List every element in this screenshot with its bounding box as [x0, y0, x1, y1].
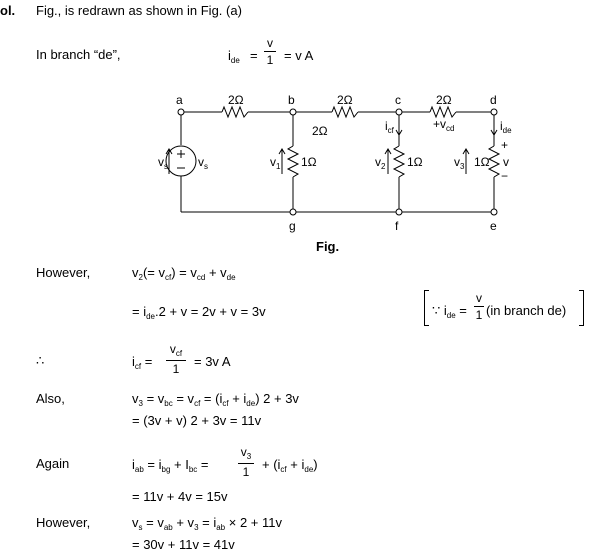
step-line-9: = 30v + 11v = 41v [132, 537, 235, 552]
again-label: Again [36, 456, 70, 471]
resistor-label-bc2: 2Ω [312, 124, 328, 138]
note-bracket-left [424, 290, 429, 326]
node-label-f: f [395, 219, 399, 233]
resistor-label-de: 1Ω [474, 155, 490, 169]
branch-de-eq: = [250, 48, 258, 63]
arrow-v2-head [384, 148, 392, 155]
node-label-g: g [289, 219, 296, 233]
arrow-ide-head [490, 129, 498, 136]
resistor-label-cd: 2Ω [436, 93, 452, 107]
arrow-icf-head [395, 129, 403, 136]
note-tail: (in branch de) [486, 303, 567, 318]
frac-num: v [267, 36, 273, 50]
step-line-7: = 11v + 4v = 15v [132, 489, 228, 504]
note-since: ∵ ide = [432, 303, 467, 320]
de-v-label: v [503, 155, 509, 169]
line3-frac-num: vcf [169, 342, 183, 358]
line6-frac-den: 1 [242, 465, 250, 479]
figure-caption: Fig. [316, 239, 340, 254]
resistor-label-ab: 2Ω [228, 93, 244, 107]
v3-label: v3 [454, 155, 465, 171]
node-f [395, 208, 403, 216]
step-line-3-rhs: = 3v A [194, 354, 231, 369]
node-label-e: e [490, 219, 497, 233]
note-frac-num: v [476, 291, 482, 305]
step-line-2: = ide.2 + v = 2v + v = 3v [132, 304, 266, 321]
line3-frac-den: 1 [172, 362, 180, 376]
resistor-label-bg: 1Ω [301, 155, 317, 169]
arrow-v3-head [462, 148, 470, 155]
node-d [490, 108, 498, 116]
line6-frac-num: v3 [240, 445, 252, 461]
resistor-cd [429, 105, 457, 119]
ide-label: ide [500, 119, 512, 135]
frac-bar [264, 51, 276, 52]
therefore-label: ∴ [36, 353, 45, 368]
node-b [289, 108, 297, 116]
note-fraction: v 1 [474, 292, 484, 321]
step-line-6-rhs: + (icf + ide) [262, 457, 318, 474]
branch-de-fraction: v 1 [264, 37, 276, 66]
branch-de-rhs: = v A [284, 48, 314, 63]
v2-label: v2 [375, 155, 386, 171]
vs-right-label: vs [198, 155, 208, 171]
note-bracket-right [579, 290, 584, 326]
line6-frac-bar [238, 463, 254, 464]
node-label-b: b [288, 93, 295, 107]
step-line-6-lhs: iab = ibg + Ibc = [132, 457, 209, 474]
resistor-de [487, 145, 501, 178]
however-label-2: However, [36, 515, 91, 530]
resistor-bc [331, 105, 359, 119]
icf-label: icf [385, 119, 394, 135]
step-line-8: vs = vab + v3 = iab × 2 + 11v [132, 515, 282, 532]
arrow-vs-head [165, 148, 173, 155]
node-g [289, 208, 297, 216]
node-e [490, 208, 498, 216]
de-plus-sign: + [501, 138, 509, 152]
note-frac-den: 1 [475, 308, 483, 322]
note-frac-bar [474, 306, 484, 307]
resistor-ab [221, 105, 249, 119]
de-minus-sign: − [501, 169, 509, 183]
v1-label: v1 [270, 155, 281, 171]
branch-de-lhs: ide [228, 48, 240, 65]
step-line-6-fraction: v3 1 [238, 446, 254, 478]
vcd-label: +vcd [433, 117, 455, 133]
however-label-1: However, [36, 265, 91, 280]
resistor-label-bc: 2Ω [337, 93, 353, 107]
branch-de-label: In branch “de”, [36, 47, 121, 62]
line3-frac-bar [166, 360, 186, 361]
step-line-4: v3 = vbc = vcf = (icf + ide) 2 + 3v [132, 391, 299, 408]
step-line-3-fraction: vcf 1 [166, 343, 186, 375]
node-c [395, 108, 403, 116]
also-label: Also, [36, 391, 65, 406]
resistor-bg [286, 145, 300, 178]
node-label-a: a [176, 93, 183, 107]
resistor-label-cf: 1Ω [407, 155, 423, 169]
node-label-c: c [395, 93, 401, 107]
frac-den: 1 [266, 53, 274, 67]
vs-left-label: vs [158, 155, 168, 171]
step-line-3-lhs: icf = [132, 354, 153, 371]
resistor-cf [392, 145, 406, 178]
intro-text: Fig., is redrawn as shown in Fig. (a) [36, 3, 242, 18]
node-a [177, 108, 185, 116]
solution-label: ol. [0, 3, 16, 18]
node-label-d: d [490, 93, 497, 107]
arrow-v1-head [278, 148, 286, 155]
step-line-5: = (3v + v) 2 + 3v = 11v [132, 413, 262, 428]
step-line-1: v2(= vcf) = vcd + vde [132, 265, 236, 282]
